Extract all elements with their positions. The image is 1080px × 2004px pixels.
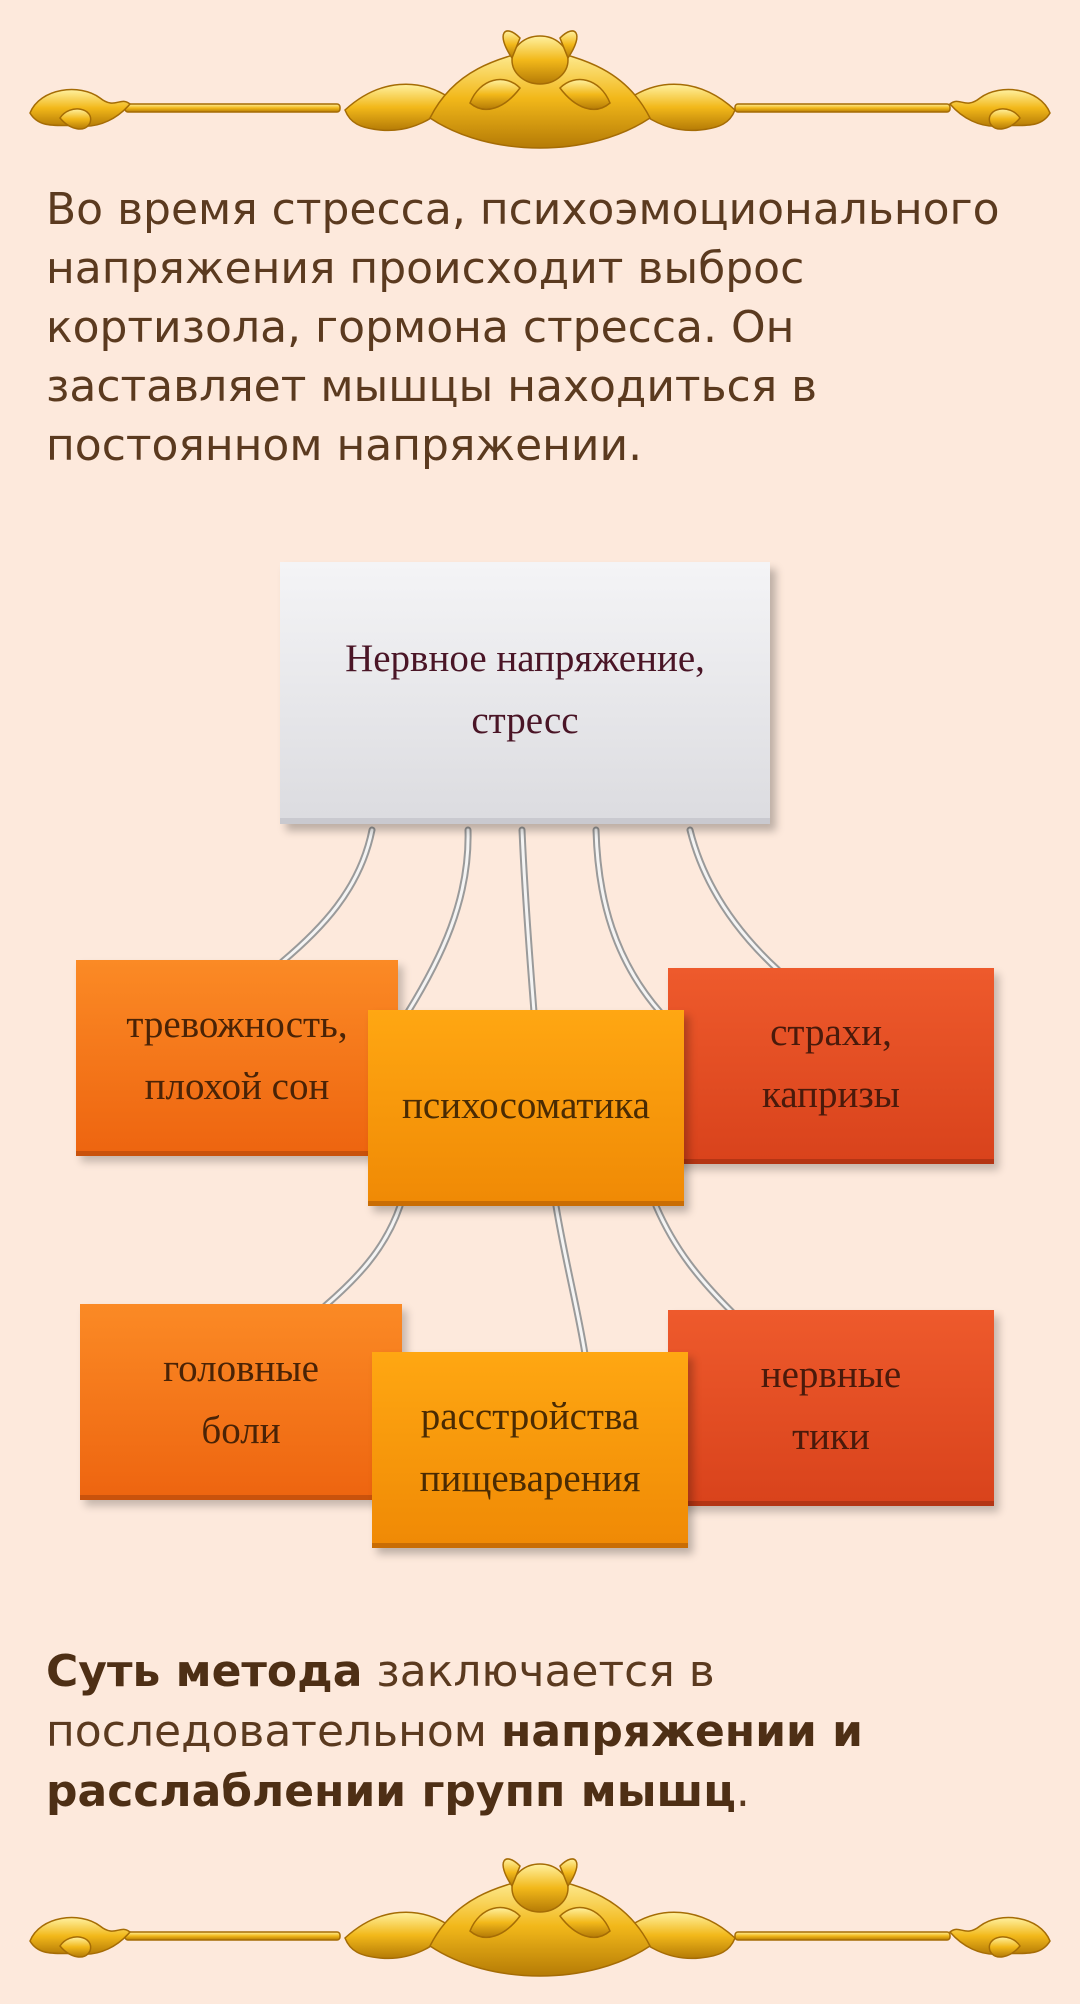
- connector-highlight-psycho-to-head: [323, 1204, 402, 1308]
- connector-highlight-root-to-anxiety: [280, 828, 374, 964]
- connector-highlight-psycho-to-digest: [554, 1204, 587, 1356]
- connector-root-to-psycho-c: [592, 826, 664, 1016]
- intro-text: Во время стресса, психоэмоционального на…: [46, 184, 1000, 471]
- method-summary: Суть метода заключается в последовательн…: [46, 1642, 1036, 1822]
- connector-root-to-psycho-a: [404, 826, 472, 1016]
- node-headaches-box: головные боли: [80, 1304, 402, 1500]
- summary-text-1: заключается в последовательном: [46, 1646, 715, 1757]
- diagram-root-box: Нервное напряжение, стресс: [280, 562, 770, 824]
- connector-highlight-root-to-psycho-b: [520, 828, 536, 1014]
- connector-root-to-anxiety: [278, 826, 376, 966]
- node-headaches-label: головные боли: [163, 1346, 319, 1452]
- connector-root-to-fears: [686, 826, 782, 974]
- connector-psycho-to-digest: [552, 1202, 589, 1358]
- connector-root-to-psycho-b: [518, 826, 538, 1016]
- node-anxiety-label: тревожность, плохой сон: [126, 1002, 348, 1108]
- root-label: Нервное напряжение, стресс: [345, 637, 705, 742]
- summary-bold-1: Суть метода: [46, 1646, 363, 1697]
- gold-ornament-divider-icon: [29, 1858, 1051, 1977]
- node-psychosomatics-box: психосоматика: [368, 1010, 684, 1206]
- node-tics-box: нервные тики: [668, 1310, 994, 1506]
- node-digestion-box: расстройства пищеварения: [372, 1352, 688, 1548]
- node-tics-label: нервные тики: [760, 1352, 902, 1458]
- connector-highlight-root-to-fears: [688, 828, 780, 972]
- node-anxiety-box: тревожность, плохой сон: [76, 960, 398, 1156]
- gold-ornament-divider-icon: [29, 30, 1051, 149]
- summary-bold-2: напряжении и расслаблении групп мышц: [46, 1706, 864, 1817]
- connector-highlight-root-to-psycho-a: [406, 828, 470, 1014]
- node-fears-box: страхи, капризы: [668, 968, 994, 1164]
- node-digestion-label: расстройства пищеварения: [419, 1394, 641, 1500]
- summary-text-2: .: [735, 1766, 750, 1817]
- connector-psycho-to-head: [321, 1202, 404, 1310]
- connector-highlight-root-to-psycho-c: [594, 828, 662, 1014]
- connector-psycho-to-tics: [652, 1202, 736, 1316]
- node-psychosomatics-label: психосоматика: [402, 1083, 650, 1127]
- node-fears-label: страхи, капризы: [761, 1010, 900, 1116]
- connector-highlight-psycho-to-tics: [654, 1204, 734, 1314]
